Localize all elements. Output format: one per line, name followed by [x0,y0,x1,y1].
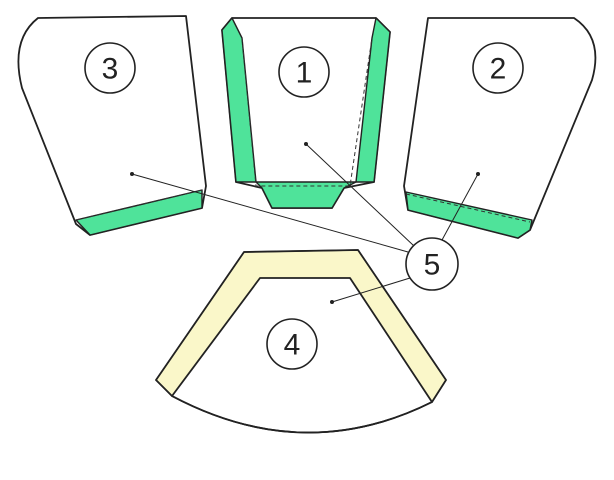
leader-to-piece-3 [131,173,409,253]
piece-2-hem-band [405,191,533,239]
leader-to-piece-1 [305,143,415,247]
piece-1-seam-line [241,37,373,187]
callout-5-circle [405,237,459,291]
callout-5-label: 5 [424,249,441,282]
callout-5: 5 [405,237,459,291]
pattern-piece-4: 4 [155,249,447,434]
piece-1-label-circle [278,46,330,98]
pattern-piece-3: 3 [17,15,207,236]
callout-5-leaders [131,143,479,303]
pattern-piece-1: 1 [221,17,391,209]
piece-1-label: 1 [296,57,313,90]
piece-1-right-band [355,17,391,183]
piece-4-label-circle [266,318,318,370]
pattern-piece-2: 2 [403,17,597,239]
piece-1-bottom-band [255,181,357,209]
piece-3-seam-line [75,189,203,221]
leader-to-piece-2 [441,173,479,241]
piece-4-label: 4 [284,329,301,362]
piece-2-seam-line [405,193,531,223]
piece-1-left-band [221,17,257,183]
piece-4-outline [155,249,447,434]
piece-3-label: 3 [102,53,119,86]
leader-to-piece-4 [331,277,411,303]
piece-2-label-circle [472,42,524,94]
piece-2-label: 2 [490,53,507,86]
piece-3-label-circle [84,42,136,94]
